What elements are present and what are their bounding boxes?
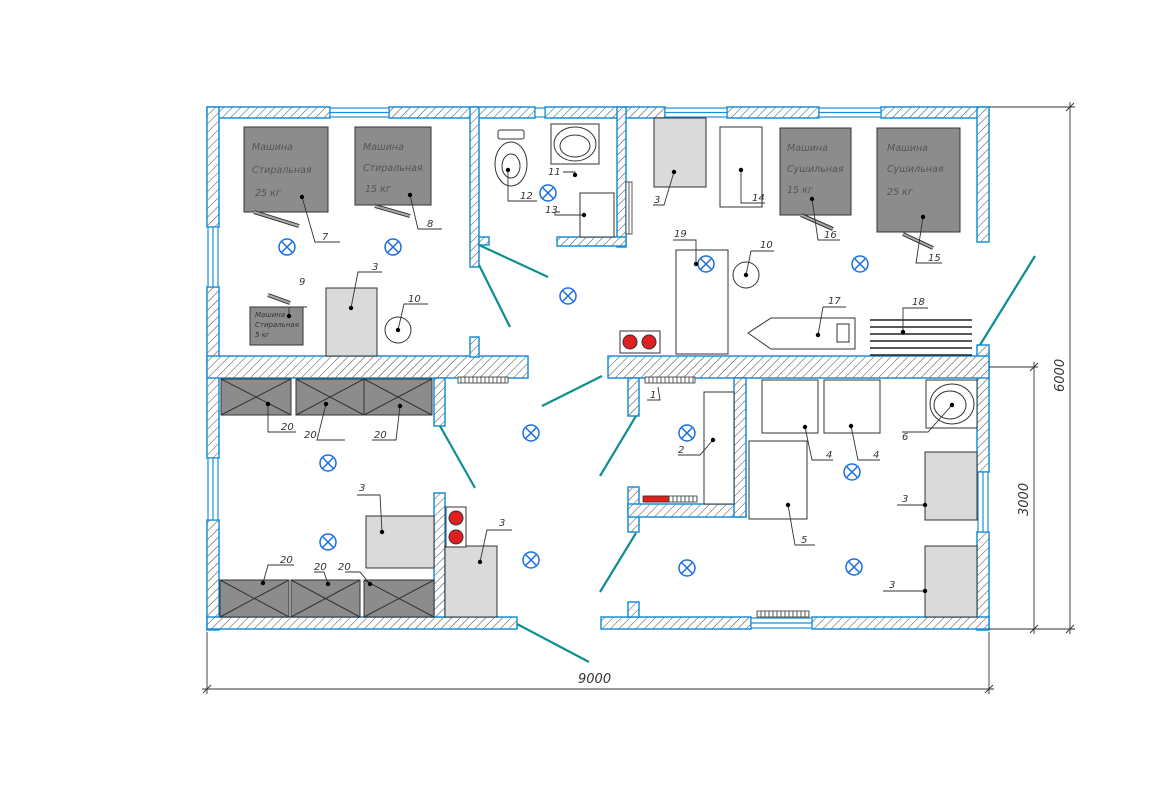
num-20-c: 20 xyxy=(374,430,387,441)
leaders xyxy=(262,170,953,592)
num-12: 12 xyxy=(520,191,533,202)
table-3-top-right xyxy=(653,117,707,188)
num-11: 11 xyxy=(548,167,561,178)
table-3-right-b xyxy=(924,545,978,618)
washer-5-line3: 5 кг xyxy=(255,331,270,339)
crates-bottom-row xyxy=(219,579,435,618)
dryer-15-line3: 15 кг xyxy=(787,185,814,196)
num-19: 19 xyxy=(674,229,687,240)
washer-25-line3: 25 кг xyxy=(255,188,282,199)
num-20-a: 20 xyxy=(281,422,294,433)
num-14: 14 xyxy=(752,193,765,204)
washer-25-line2: Стиральная xyxy=(252,165,312,176)
item-numbers: 7 8 9 3 10 11 12 13 3 14 16 15 19 10 17 … xyxy=(280,167,941,591)
dimension-lines xyxy=(202,102,1075,694)
num-10-a: 10 xyxy=(408,294,421,305)
table-3-top-left xyxy=(325,287,378,357)
washer-5-line1: Машина xyxy=(255,311,285,319)
num-20-f: 20 xyxy=(338,562,351,573)
num-3-b: 3 xyxy=(654,195,660,206)
num-3-d: 3 xyxy=(499,518,505,529)
toilet xyxy=(494,129,528,187)
washer-15kg: Машина Стиральная 15 кг xyxy=(354,126,432,218)
washer-15-line3: 15 кг xyxy=(365,184,392,195)
num-3-e: 3 xyxy=(902,494,908,505)
table-4-a xyxy=(761,379,819,434)
cabinet-2 xyxy=(703,391,735,505)
stove-top-right xyxy=(619,330,661,354)
washer-5-line2: Стиральная xyxy=(255,321,299,329)
num-3-a: 3 xyxy=(372,262,378,273)
num-6: 6 xyxy=(902,432,908,443)
rack-18 xyxy=(870,319,972,356)
num-7: 7 xyxy=(322,232,329,243)
table-3-right-a xyxy=(924,451,978,521)
num-13: 13 xyxy=(545,205,558,216)
dimension-height-total: 6000 xyxy=(1053,359,1068,392)
num-9: 9 xyxy=(299,277,305,288)
num-3-f: 3 xyxy=(889,580,895,591)
num-20-e: 20 xyxy=(314,562,327,573)
num-10-b: 10 xyxy=(760,240,773,251)
dimension-width: 9000 xyxy=(578,672,611,687)
num-1: 1 xyxy=(650,390,656,401)
washer-25kg: Машина Стиральная 25 кг xyxy=(243,126,329,228)
washer-15-line1: Машина xyxy=(363,142,404,153)
table-3-lower-mid xyxy=(444,545,498,618)
num-4-a: 4 xyxy=(826,450,832,461)
num-20-b: 20 xyxy=(304,430,317,441)
num-18: 18 xyxy=(912,297,925,308)
num-8: 8 xyxy=(427,219,433,230)
windows xyxy=(207,107,989,629)
table-19 xyxy=(675,249,729,355)
num-20-d: 20 xyxy=(280,555,293,566)
num-15: 15 xyxy=(928,253,941,264)
dryer-25kg: Машина Сушильная 25 кг xyxy=(876,127,961,250)
dryer-25-line2: Сушильная xyxy=(887,164,944,175)
stove-lower xyxy=(445,506,467,548)
dryer-25-line1: Машина xyxy=(887,143,928,154)
num-16: 16 xyxy=(824,230,837,241)
dryer-15-line2: Сушильная xyxy=(787,164,844,175)
sink-11 xyxy=(550,123,600,165)
dryer-25-line3: 25 кг xyxy=(887,187,914,198)
dryer-15-line1: Машина xyxy=(787,143,828,154)
num-5: 5 xyxy=(801,535,807,546)
doors xyxy=(439,244,1036,663)
crates-top-row xyxy=(220,378,433,416)
num-3-c: 3 xyxy=(359,483,365,494)
washer-15-line2: Стиральная xyxy=(363,163,423,174)
num-17: 17 xyxy=(828,296,841,307)
dimension-height-part: 3000 xyxy=(1017,483,1032,516)
radiators xyxy=(457,181,810,618)
num-4-b: 4 xyxy=(873,450,879,461)
dryer-15kg: Машина Сушильная 15 кг xyxy=(779,127,852,231)
washer-25-line1: Машина xyxy=(252,142,293,153)
washer-5kg: Машина Стиральная 5 кг xyxy=(249,293,304,346)
table-3-lower-left xyxy=(365,515,435,569)
table-5 xyxy=(748,440,808,520)
num-2: 2 xyxy=(678,445,684,456)
ironing-board-17 xyxy=(747,317,856,350)
leader-dots xyxy=(260,167,955,594)
